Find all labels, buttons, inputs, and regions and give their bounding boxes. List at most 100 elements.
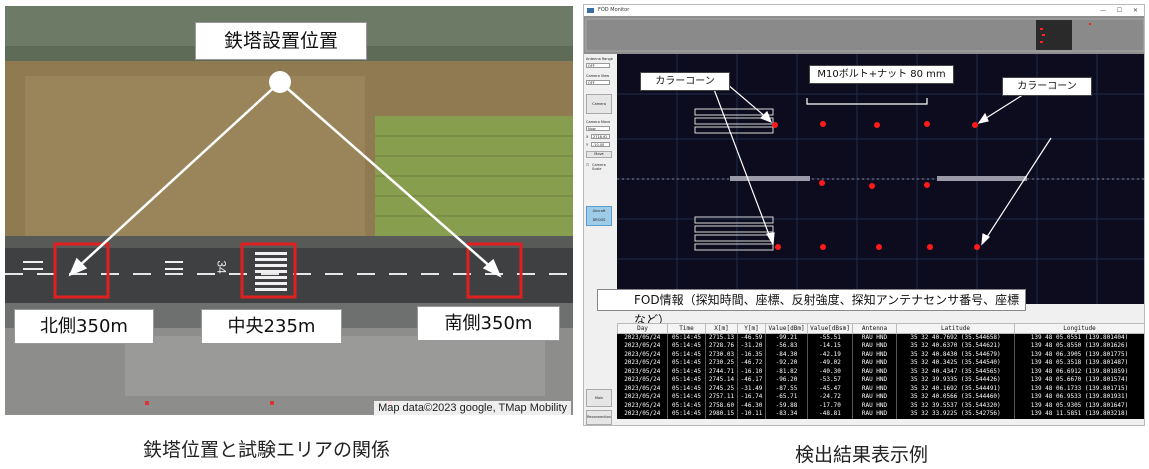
table-header-cell[interactable]: Y[m] xyxy=(737,323,766,334)
detection-point xyxy=(820,244,826,250)
table-cell: 2023/05/24 xyxy=(617,376,668,385)
detection-point xyxy=(924,121,930,127)
table-cell: 139 48 11.5851 (139.803218) xyxy=(1014,410,1144,419)
camera-button[interactable]: Camera xyxy=(586,94,612,114)
table-header-cell[interactable]: Value[dBsm] xyxy=(807,323,853,334)
table-cell: -59.88 xyxy=(765,401,808,410)
overview-strip xyxy=(584,16,1144,54)
x-input[interactable]: 2718.92 xyxy=(591,134,610,139)
table-header-cell[interactable]: Value[dBm] xyxy=(765,323,808,334)
fod-info-label: FOD情報（探知時間、座標、反射強度、探知アンテナセンサ番号、座標など） xyxy=(597,289,1026,327)
table-cell: 139 48 06.1733 (139.801715) xyxy=(1014,384,1144,393)
minimize-icon[interactable]: — xyxy=(1100,7,1106,14)
center-area-label: 中央235m xyxy=(201,309,342,344)
detection-plot[interactable]: カラーコーン M10ボルト+ナット 80 mm カラーコーン xyxy=(617,54,1144,304)
camera-scale-checkbox[interactable]: ☐ xyxy=(586,163,590,167)
detection-point xyxy=(772,122,778,128)
table-cell: 05:14:45 xyxy=(667,401,706,410)
table-cell: 2757.11 xyxy=(705,393,738,402)
table-cell: 2023/05/24 xyxy=(617,367,668,376)
move-button[interactable]: Move xyxy=(586,151,612,158)
table-header-cell[interactable]: Latitude xyxy=(896,323,1015,334)
table-cell: 139 48 06.6912 (139.801859) xyxy=(1014,367,1144,376)
table-cell: -16.10 xyxy=(737,367,766,376)
runway-marking-text: 34 xyxy=(214,260,229,274)
detection-point xyxy=(820,121,826,127)
table-cell: 35 32 40.0566 (35.544460) xyxy=(896,393,1015,402)
antenna-range-select[interactable]: OFF xyxy=(586,63,610,68)
south-area-label: 南側350m xyxy=(417,306,560,341)
table-header-cell[interactable]: X[m] xyxy=(705,323,738,334)
bolt-label: M10ボルト+ナット 80 mm xyxy=(809,65,954,84)
table-cell: -53.57 xyxy=(807,376,853,385)
close-icon[interactable]: ✕ xyxy=(1132,7,1138,14)
table-cell: RAU HND xyxy=(852,333,897,342)
table-cell: -81.82 xyxy=(765,367,808,376)
camera-view-select[interactable]: OFF xyxy=(586,80,610,85)
table-cell: -55.51 xyxy=(807,333,853,342)
table-header-cell[interactable]: Antenna xyxy=(852,323,897,334)
table-cell: 2744.71 xyxy=(705,367,738,376)
camera-scale-label: Camera Scale xyxy=(592,163,606,171)
table-cell: 139 48 06.9533 (139.801931) xyxy=(1014,393,1144,402)
table-cell: 35 32 40.1692 (35.544491) xyxy=(896,384,1015,393)
table-cell: -46.72 xyxy=(737,359,766,368)
cone-left-label: カラーコーン xyxy=(640,72,730,91)
table-cell: 2023/05/24 xyxy=(617,393,668,402)
table-cell: 2980.15 xyxy=(705,410,738,419)
table-cell: -45.47 xyxy=(807,384,853,393)
table-cell: RAU HND xyxy=(852,376,897,385)
antenna-range-label: Antenna Range xyxy=(586,57,613,61)
table-cell: -24.72 xyxy=(807,393,853,402)
detection-point xyxy=(876,244,882,250)
table-header-cell[interactable]: Time xyxy=(667,323,706,334)
table-header-cell[interactable]: Longitude xyxy=(1014,323,1144,334)
camera-view-label: Camera View xyxy=(586,74,610,78)
table-cell: 35 32 40.4347 (35.544565) xyxy=(896,367,1015,376)
maximize-icon[interactable]: ☐ xyxy=(1116,7,1122,14)
detection-point xyxy=(972,122,978,128)
aircraft-drogs-button[interactable]: Aircraft DROGS xyxy=(586,206,612,226)
table-cell: -16.35 xyxy=(737,350,766,359)
table-cell: 139 48 05.9305 (139.801647) xyxy=(1014,401,1144,410)
y-input[interactable]: -10.00 xyxy=(591,142,610,147)
table-cell: 139 48 05.0551 (139.801404) xyxy=(1014,333,1144,342)
table-cell: 139 48 05.3518 (139.801487) xyxy=(1014,359,1144,368)
table-cell: -87.55 xyxy=(765,384,808,393)
table-cell: -14.15 xyxy=(807,342,853,351)
table-cell: -10.11 xyxy=(737,410,766,419)
table-cell: 35 32 40.3425 (35.544540) xyxy=(896,359,1015,368)
table-cell: 35 32 40.6370 (35.544621) xyxy=(896,342,1015,351)
table-cell: 05:14:45 xyxy=(667,376,706,385)
table-cell: -17.70 xyxy=(807,401,853,410)
table-cell: -16.74 xyxy=(737,393,766,402)
table-cell: -84.30 xyxy=(765,350,808,359)
table-cell: 05:14:45 xyxy=(667,410,706,419)
table-cell: 2023/05/24 xyxy=(617,401,668,410)
table-cell: -40.30 xyxy=(807,367,853,376)
window-title: FOD Monitor xyxy=(598,7,630,13)
reconnect-button[interactable]: Reconnection xyxy=(586,410,612,425)
table-cell: 2758.60 xyxy=(705,401,738,410)
main-button[interactable]: Main xyxy=(586,389,612,407)
map-credit: Map data©2023 google, TMap Mobility xyxy=(374,401,571,415)
table-cell: RAU HND xyxy=(852,393,897,402)
table-cell: RAU HND xyxy=(852,359,897,368)
right-caption: 検出結果表示例 xyxy=(795,444,929,466)
detection-point xyxy=(775,244,781,250)
detection-point xyxy=(974,244,980,250)
table-header-cell[interactable]: Day xyxy=(617,323,668,334)
camera-move-select[interactable]: Now xyxy=(586,126,610,131)
detection-point xyxy=(924,182,930,188)
table-cell: 35 32 40.8430 (35.544679) xyxy=(896,350,1015,359)
